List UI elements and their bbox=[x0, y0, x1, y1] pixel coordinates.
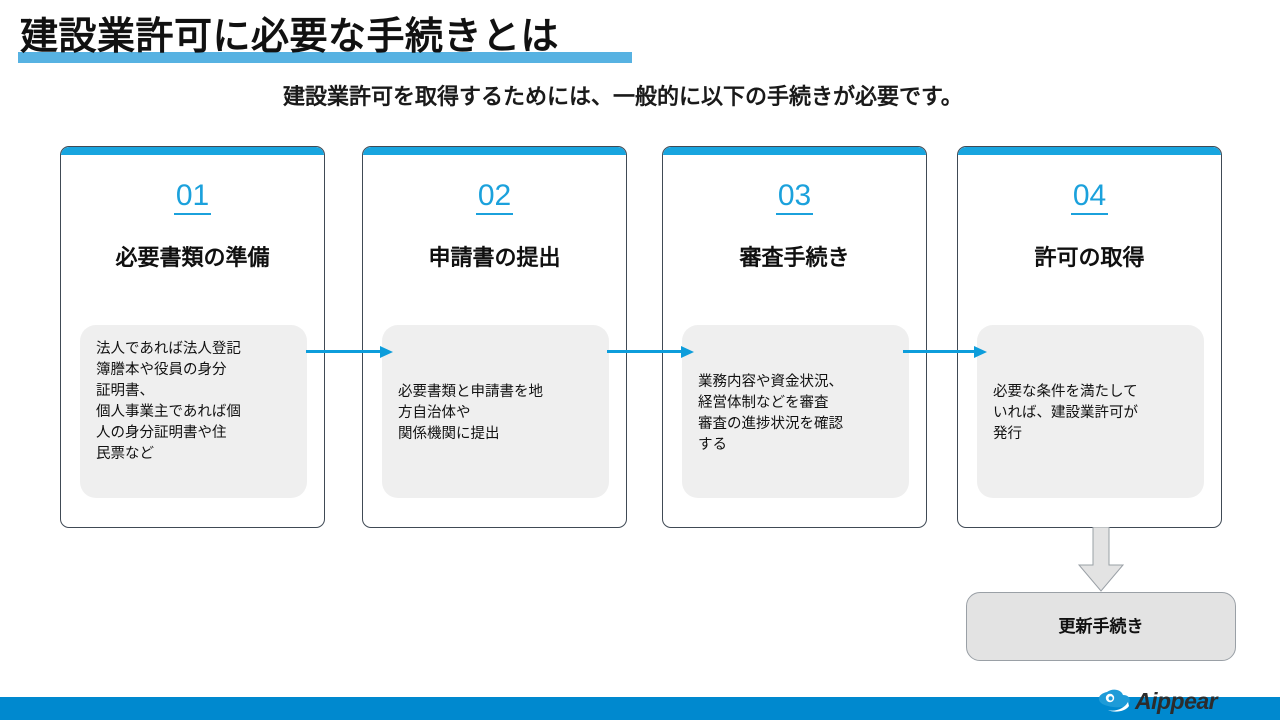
step-body-text: 必要な条件を満たして いれば、建設業許可が 発行 bbox=[993, 384, 1138, 442]
card-accent-bar bbox=[958, 147, 1221, 155]
step-card-03[interactable]: 03 審査手続き 業務内容や資金状況、 経営体制などを審査 審査の進捗状況を確認… bbox=[662, 146, 927, 528]
step-title: 審査手続き bbox=[739, 245, 850, 270]
arrow-head bbox=[681, 346, 694, 358]
brand-logo: Aippear bbox=[1098, 686, 1268, 716]
step-card-01[interactable]: 01 必要書類の準備 法人であれば法人登記 簿謄本や役員の身分 証明書、 個人事… bbox=[60, 146, 325, 528]
arrow-shaft bbox=[306, 350, 381, 353]
step-body-text: 必要書類と申請書を地 方自治体や 関係機関に提出 bbox=[398, 384, 543, 442]
card-accent-bar bbox=[663, 147, 926, 155]
step-number: 02 bbox=[363, 179, 626, 215]
step-number: 03 bbox=[663, 179, 926, 215]
connector-arrow-right-icon bbox=[903, 346, 988, 358]
step-card-04[interactable]: 04 許可の取得 必要な条件を満たして いれば、建設業許可が 発行 bbox=[957, 146, 1222, 528]
arrow-down-icon bbox=[1076, 527, 1126, 593]
step-number: 01 bbox=[61, 179, 324, 215]
subtitle-text: 建設業許可を取得するためには、一般的に以下の手続きが必要です。 bbox=[283, 84, 963, 109]
title-text: 建設業許可に必要な手続きとは bbox=[20, 16, 560, 58]
step-body-box: 必要な条件を満たして いれば、建設業許可が 発行 bbox=[977, 325, 1204, 498]
step-body-box: 法人であれば法人登記 簿謄本や役員の身分 証明書、 個人事業主であれば個 人の身… bbox=[80, 325, 307, 498]
footer-bar bbox=[0, 697, 1280, 720]
step-body-box: 必要書類と申請書を地 方自治体や 関係機関に提出 bbox=[382, 325, 609, 498]
step-title: 許可の取得 bbox=[1034, 245, 1145, 270]
arrow-head bbox=[974, 346, 987, 358]
connector-arrow-right-icon bbox=[607, 346, 695, 358]
cloud-swoosh-icon bbox=[1098, 689, 1132, 713]
brand-name: Aippear bbox=[1135, 688, 1218, 714]
title-underline-bar bbox=[18, 52, 632, 63]
page-title: 建設業許可に必要な手続きとは bbox=[18, 14, 718, 66]
connector-arrow-right-icon bbox=[306, 346, 394, 358]
card-accent-bar bbox=[363, 147, 626, 155]
step-card-02[interactable]: 02 申請書の提出 必要書類と申請書を地 方自治体や 関係機関に提出 bbox=[362, 146, 627, 528]
step-title: 必要書類の準備 bbox=[115, 245, 270, 270]
step-title: 申請書の提出 bbox=[428, 245, 561, 270]
renewal-step-box[interactable]: 更新手続き bbox=[966, 592, 1236, 661]
arrow-head bbox=[380, 346, 393, 358]
card-accent-bar bbox=[61, 147, 324, 155]
arrow-shaft bbox=[607, 350, 682, 353]
arrow-shaft bbox=[903, 350, 975, 353]
steps-container: 01 必要書類の準備 法人であれば法人登記 簿謄本や役員の身分 証明書、 個人事… bbox=[60, 146, 1222, 528]
step-number: 04 bbox=[958, 179, 1221, 215]
step-body-text: 法人であれば法人登記 簿謄本や役員の身分 証明書、 個人事業主であれば個 人の身… bbox=[96, 341, 241, 462]
renewal-label: 更新手続き bbox=[1058, 616, 1144, 636]
step-body-box: 業務内容や資金状況、 経営体制などを審査 審査の進捗状況を確認 する bbox=[682, 325, 909, 498]
step-body-text: 業務内容や資金状況、 経営体制などを審査 審査の進捗状況を確認 する bbox=[698, 373, 843, 453]
